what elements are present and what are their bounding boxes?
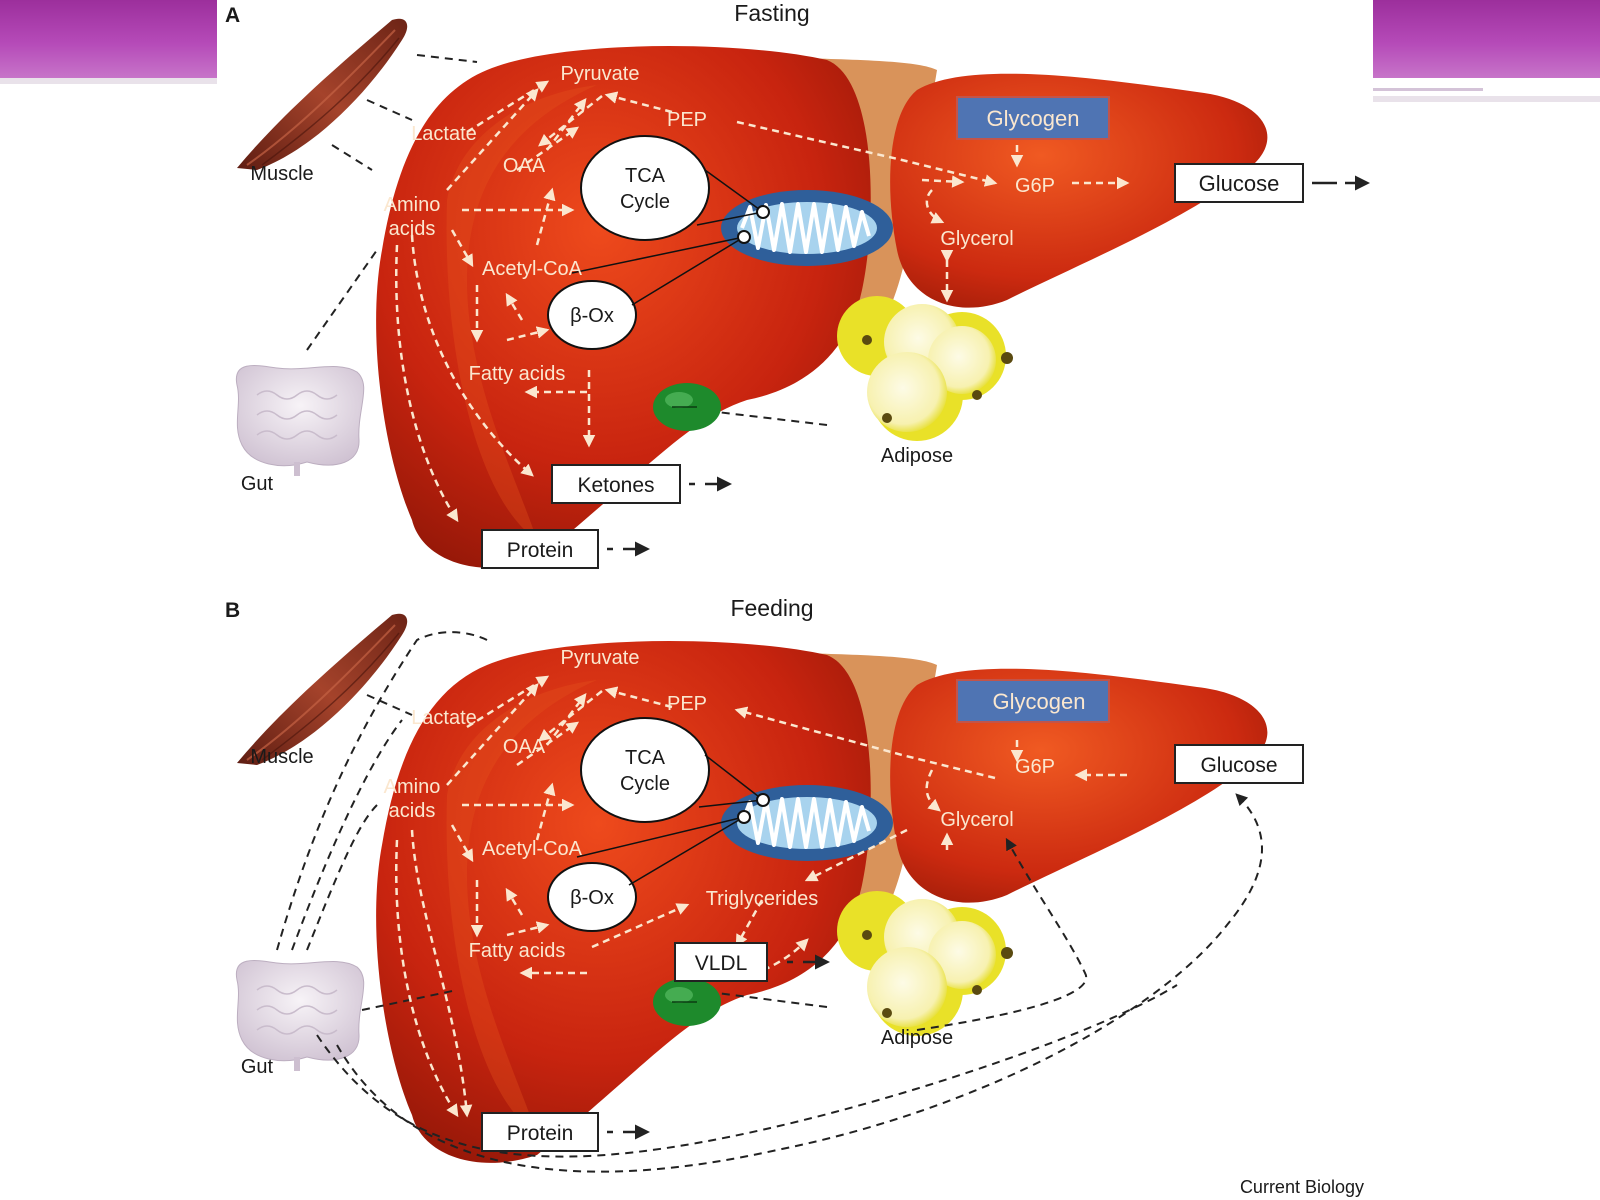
vldl-box: VLDL <box>674 942 768 982</box>
panel-fasting: A Fasting <box>225 0 1367 570</box>
slide-header-band-left <box>0 0 217 78</box>
lactate-label: Lactate <box>411 707 477 729</box>
pep-label: PEP <box>667 109 707 131</box>
tca-label-line2: Cycle <box>620 191 670 213</box>
slide-header-band-right <box>1373 0 1600 78</box>
gut-label: Gut <box>241 473 274 495</box>
acetyl-coa-label: Acetyl-CoA <box>482 838 583 860</box>
gut-to-liver-arrow <box>306 249 378 351</box>
beta-ox-label: β-Ox <box>570 305 614 327</box>
beta-oxidation: β-Ox <box>547 862 637 932</box>
protein-label: Protein <box>507 539 574 562</box>
glycogen-box: Glycogen <box>956 96 1110 140</box>
lactate-label: Lactate <box>411 123 477 145</box>
pyruvate-label: Pyruvate <box>561 647 640 669</box>
muscle-label: Muscle <box>250 746 313 768</box>
liver-metabolism-figure: A Fasting <box>225 0 1373 1197</box>
protein-label: Protein <box>507 1122 574 1145</box>
glycogen-box: Glycogen <box>956 679 1110 723</box>
glucose-box: Glucose <box>1174 163 1304 203</box>
acetyl-coa-label: Acetyl-CoA <box>482 258 583 280</box>
amino-label-line2: acids <box>389 800 436 822</box>
glycogen-label: Glycogen <box>993 689 1086 714</box>
gut-label: Gut <box>241 1056 274 1078</box>
protein-box: Protein <box>481 1112 599 1152</box>
pep-label: PEP <box>667 693 707 715</box>
triglycerides-label: Triglycerides <box>706 888 819 910</box>
panel-letter: A <box>225 4 240 27</box>
gut-to-liver-arrow-1 <box>291 719 403 951</box>
protein-box: Protein <box>481 529 599 569</box>
tca-label-line1: TCA <box>625 747 666 769</box>
slide-header-rule <box>1373 88 1483 91</box>
tca-label-line2: Cycle <box>620 773 670 795</box>
panel-letter: B <box>225 599 240 622</box>
g6p-label: G6P <box>1015 756 1055 778</box>
liver-illustration <box>234 16 1270 570</box>
beta-ox-label: β-Ox <box>570 887 614 909</box>
panel-title: Feeding <box>730 595 813 621</box>
amino-label-line1: Amino <box>384 194 441 216</box>
beta-oxidation: β-Ox <box>547 280 637 350</box>
g6p-label: G6P <box>1015 175 1055 197</box>
slide-header-shadow-right <box>1373 96 1600 102</box>
glycogen-label: Glycogen <box>987 106 1080 131</box>
source-credit: Current Biology <box>1240 1177 1364 1197</box>
adipose-label: Adipose <box>881 445 953 467</box>
gut-to-adipose-loop <box>316 984 1178 1158</box>
slide-header-shadow-left <box>0 78 217 84</box>
muscle-to-lactate-arrow <box>366 99 413 121</box>
tca-cycle: TCA Cycle <box>580 135 710 241</box>
fatty-acids-label: Fatty acids <box>469 363 566 385</box>
muscle-label: Muscle <box>250 163 313 185</box>
gut-to-muscle-loop <box>276 631 488 951</box>
glucose-box: Glucose <box>1174 744 1304 784</box>
adipose-to-vldl-arrow <box>716 992 828 1008</box>
amino-label-line2: acids <box>389 218 436 240</box>
panel-title: Fasting <box>734 0 809 26</box>
tca-label-line1: TCA <box>625 165 666 187</box>
adipose-to-liver-arrow <box>716 411 828 426</box>
glycerol-label: Glycerol <box>940 228 1013 250</box>
glycerol-label: Glycerol <box>940 809 1013 831</box>
gut-to-liver-arrow-2 <box>306 804 378 951</box>
amino-label-line1: Amino <box>384 776 441 798</box>
oaa-label: OAA <box>503 155 546 177</box>
oaa-label: OAA <box>503 736 546 758</box>
glucose-to-glycerol-loop <box>916 837 1088 1031</box>
ketones-label: Ketones <box>577 474 654 497</box>
fatty-acids-label: Fatty acids <box>469 940 566 962</box>
adipose-label: Adipose <box>881 1027 953 1049</box>
glucose-label: Glucose <box>1200 754 1277 777</box>
vldl-label: VLDL <box>695 952 748 975</box>
glucose-label: Glucose <box>1199 171 1280 196</box>
muscle-to-pyruvate-arrow <box>416 54 478 63</box>
panel-feeding: B Feeding <box>225 595 1304 1173</box>
tca-cycle: TCA Cycle <box>580 717 710 823</box>
muscle-to-amino-arrow <box>331 144 373 171</box>
pyruvate-label: Pyruvate <box>561 63 640 85</box>
ketones-box: Ketones <box>551 464 681 504</box>
figure-slide: A Fasting <box>217 0 1373 1200</box>
